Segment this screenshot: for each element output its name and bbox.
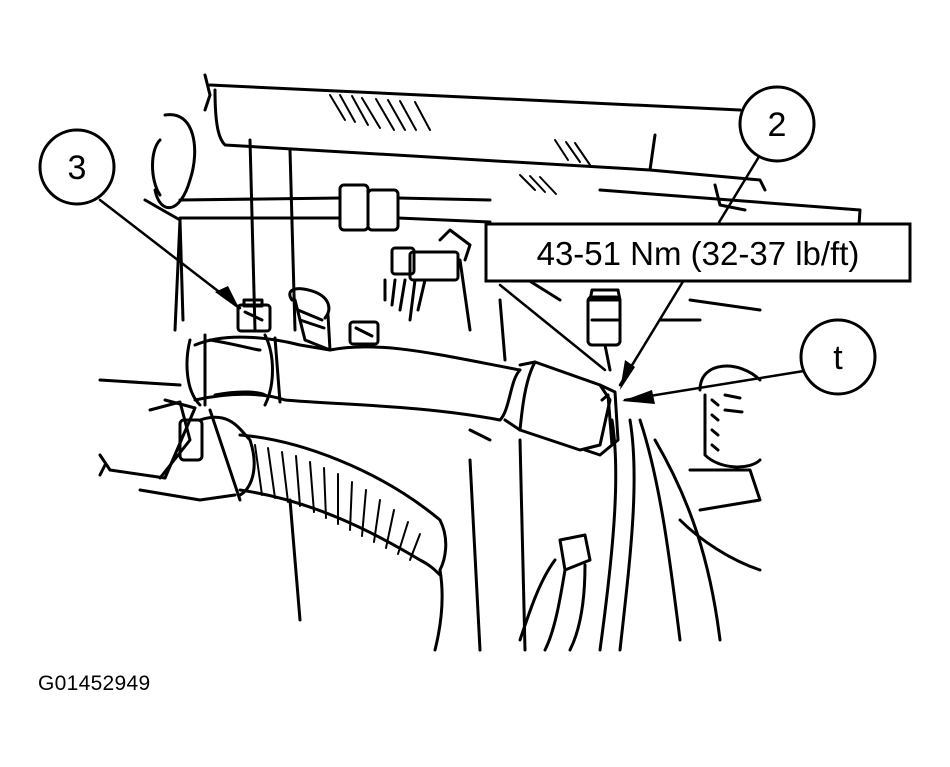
arrowhead-1 xyxy=(622,390,655,404)
small-bolt xyxy=(348,320,380,346)
arrowhead-2 xyxy=(620,360,635,390)
shading-hatch xyxy=(329,94,591,195)
upper-line-fitting xyxy=(178,138,492,332)
lower-hose xyxy=(98,378,448,577)
pulley xyxy=(678,298,762,572)
callout-label-3: 3 xyxy=(68,149,87,187)
right-connector-pipe xyxy=(586,288,622,372)
lower-housing xyxy=(288,438,527,652)
callout-label-2: 2 xyxy=(768,106,787,144)
vent-nipple xyxy=(288,287,332,352)
hose-coil xyxy=(254,444,421,561)
callout-circle-3 xyxy=(38,128,116,206)
bolt-item-3 xyxy=(236,298,272,333)
callout-label-1: t xyxy=(833,339,843,377)
callout-circle-2 xyxy=(738,85,816,163)
torque-spec-text: 43-51 Nm (32-37 lb/ft) xyxy=(537,235,860,272)
leader-item-3 xyxy=(98,198,242,310)
figure-id: G01452949 xyxy=(38,672,151,695)
leader-torque xyxy=(498,283,607,372)
callout-circle-1 xyxy=(799,318,877,396)
torque-spec-box xyxy=(484,222,912,283)
sensor-connector xyxy=(383,228,472,322)
coolant-hose xyxy=(185,333,522,422)
arrowhead-3 xyxy=(215,286,240,310)
leader-item-1 xyxy=(623,368,812,402)
wiring-harness xyxy=(518,418,762,652)
hex-fitting-item-2 xyxy=(498,360,620,457)
